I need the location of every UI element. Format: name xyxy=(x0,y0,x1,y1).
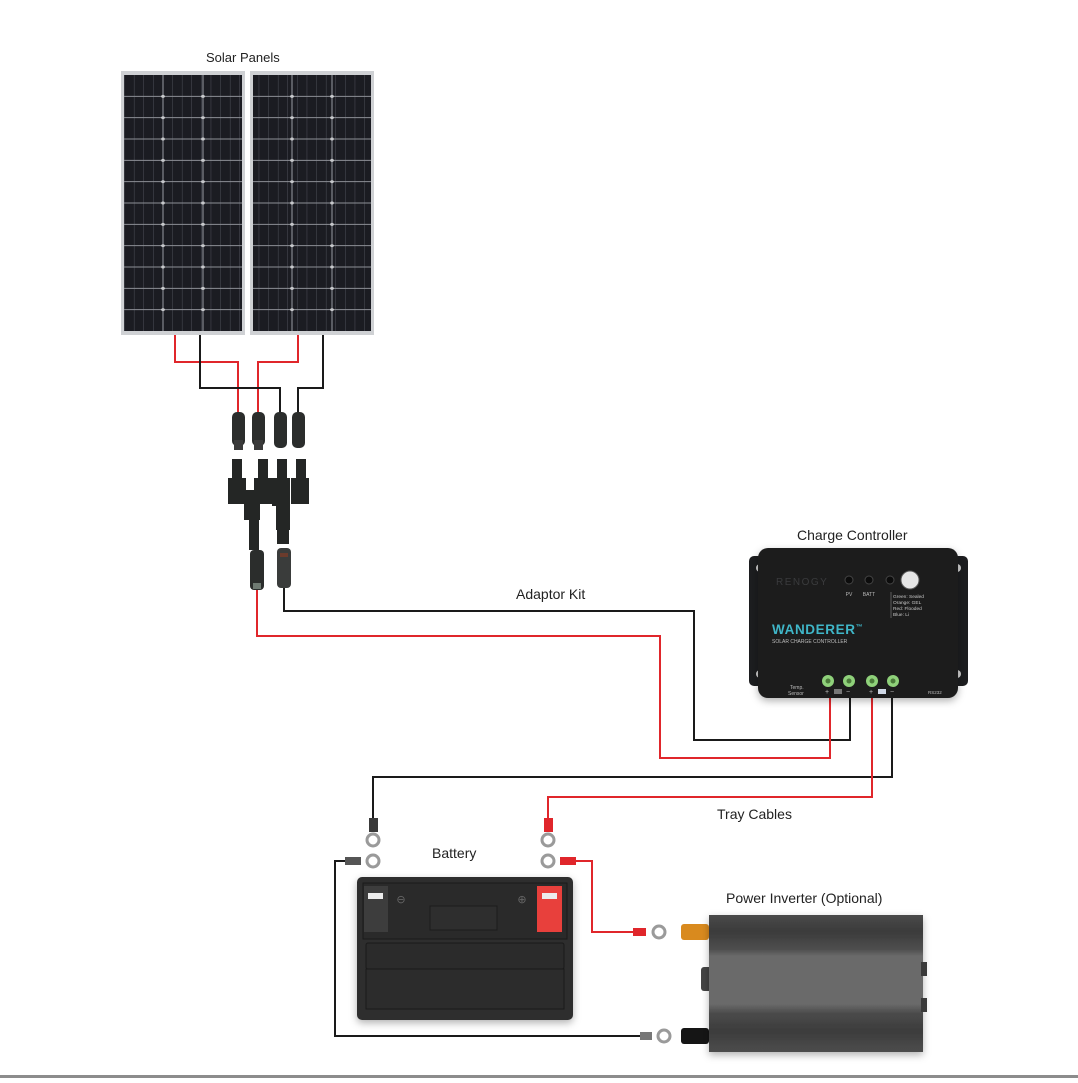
charge-controller-label: Charge Controller xyxy=(797,527,908,543)
pv-plus-symbol: + xyxy=(825,689,829,696)
tray-cables-label: Tray Cables xyxy=(717,806,792,822)
inverter-input-ring-negative xyxy=(656,1028,672,1044)
mc4-connector xyxy=(232,412,245,450)
inverter-negative-ring-terminal xyxy=(365,853,381,869)
tray-cable-wires xyxy=(372,698,893,820)
controller-subtitle: SOLAR CHARGE CONTROLLER xyxy=(772,639,848,645)
solar-panels-label: Solar Panels xyxy=(206,50,280,65)
battery-positive-symbol: ⊕ xyxy=(517,893,526,906)
controller-brand-text: RENOGY xyxy=(776,577,828,588)
tray-positive-wire xyxy=(547,698,873,820)
battery-type-button[interactable] xyxy=(900,570,920,590)
panel-right-negative-wire xyxy=(297,335,324,412)
pv-minus-symbol: − xyxy=(846,689,850,696)
inverter-positive-post xyxy=(681,924,709,940)
mc4-output-connector-positive xyxy=(250,550,264,590)
mc4-connector xyxy=(252,412,265,450)
battery-positive-post xyxy=(537,886,562,932)
rs232-label: RS232 xyxy=(928,690,942,695)
battery-ring-terminals xyxy=(345,818,576,869)
positive-ring-terminal xyxy=(540,832,556,848)
batt-positive-terminal[interactable] xyxy=(866,675,878,687)
adaptor-negative-wire xyxy=(283,588,851,741)
pv-indicator-led xyxy=(844,575,854,585)
mc4-output-connector-negative xyxy=(277,548,291,588)
battery-negative-post xyxy=(364,886,388,932)
adaptor-kit-label: Adaptor Kit xyxy=(516,586,586,602)
inverter-negative-wire xyxy=(334,860,640,1037)
mc4-connector xyxy=(274,412,287,448)
battery: ⊖ ⊕ xyxy=(357,877,573,1020)
solar-panel-right xyxy=(250,71,374,335)
power-inverter-label: Power Inverter (Optional) xyxy=(726,890,883,906)
solar-panel-icon xyxy=(834,689,842,694)
y-branch-negative xyxy=(272,459,309,544)
legend-line: Red: Flooded xyxy=(893,606,922,612)
batt-negative-terminal[interactable] xyxy=(887,675,899,687)
panel-left-negative-wire xyxy=(199,335,281,412)
battery-negative-symbol: ⊖ xyxy=(396,893,405,906)
panel-right-positive-wire xyxy=(257,335,299,412)
batt-plus-symbol: + xyxy=(869,689,873,696)
pv-positive-terminal[interactable] xyxy=(822,675,834,687)
inverter-negative-post xyxy=(681,1028,709,1044)
pv-negative-terminal[interactable] xyxy=(843,675,855,687)
battery-label: Battery xyxy=(432,845,477,861)
inverter-wires xyxy=(334,860,640,1037)
negative-ring-terminal xyxy=(365,832,381,848)
batt-minus-symbol: − xyxy=(890,689,894,696)
negative-crimp-sleeve xyxy=(369,818,378,832)
adaptor-positive-wire xyxy=(256,590,831,759)
legend-line: Blue: Li xyxy=(893,612,909,618)
battery-icon xyxy=(878,689,886,694)
mc4-connector xyxy=(292,412,305,448)
temp-sensor-label: Sensor xyxy=(788,691,804,697)
temp-sensor-label: Temp. xyxy=(790,685,804,691)
bottom-divider xyxy=(0,1075,1078,1078)
pv-indicator-label: PV xyxy=(846,592,853,598)
batt-indicator-led xyxy=(864,575,874,585)
battery-label-plate xyxy=(429,905,498,931)
batt-indicator-label: BATT xyxy=(863,592,875,598)
solar-panels xyxy=(121,71,374,335)
solar-panel-left xyxy=(121,71,245,335)
panel-wires xyxy=(174,335,324,412)
adaptor-kit-wires xyxy=(256,588,851,759)
mc4-adaptor-kit xyxy=(228,412,309,590)
power-inverter xyxy=(633,915,927,1052)
inverter-positive-crimp xyxy=(560,857,576,865)
positive-crimp-sleeve xyxy=(544,818,553,832)
tray-negative-wire xyxy=(372,698,893,820)
inverter-positive-ring-terminal xyxy=(540,853,556,869)
y-branch-positive xyxy=(228,459,272,550)
battery-type-led xyxy=(885,575,895,585)
inverter-negative-crimp xyxy=(345,857,361,865)
controller-terminals xyxy=(822,675,899,687)
panel-left-positive-wire xyxy=(174,335,239,412)
inverter-input-ring-positive xyxy=(651,924,667,940)
controller-model-name: WANDERER™ xyxy=(772,622,863,637)
charge-controller: RENOGY PV BATT Green: Sealed Orange: GEL… xyxy=(749,548,968,698)
inverter-positive-wire xyxy=(576,860,640,933)
battery-type-legend: Green: Sealed Orange: GEL Red: Flooded B… xyxy=(893,594,924,618)
legend-line: Green: Sealed xyxy=(893,594,924,600)
legend-line: Orange: GEL xyxy=(893,600,922,606)
